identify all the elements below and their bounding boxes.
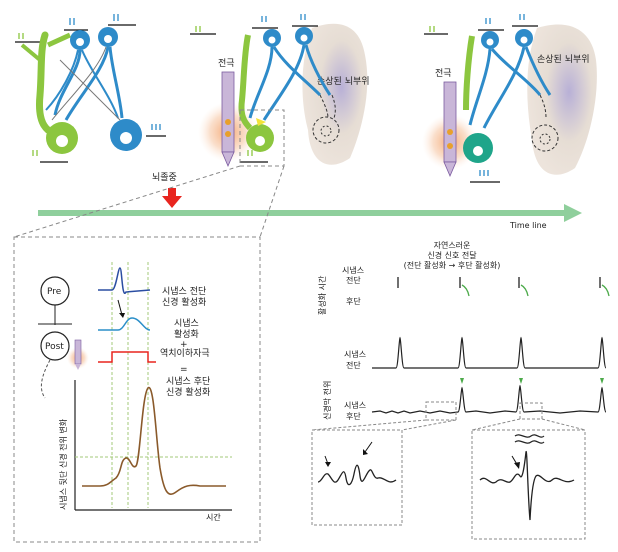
x-axis-label: 시간 xyxy=(206,512,221,522)
natural-label-1: 자연스러운 xyxy=(434,241,471,250)
damaged-area xyxy=(302,23,368,165)
postsyn-recording xyxy=(371,384,607,414)
pre-label-r3: 시냅스 xyxy=(344,350,366,359)
stroke-label: 뇌졸중 xyxy=(152,172,177,183)
synaptic-trace xyxy=(98,317,151,331)
damaged-area-label-2: 손상된 뇌부위 xyxy=(537,53,590,65)
post-label-r1: 시냅스 xyxy=(344,401,366,410)
pre-label-r2: 전단 xyxy=(346,275,361,285)
postsyn-label-1: 시냅스 후단 xyxy=(166,376,210,387)
timeline-label: Time line xyxy=(509,221,547,230)
panel-stroke-electrode: 손상된 뇌부위 전극 xyxy=(190,14,370,168)
stim-label: 역치이하자극 xyxy=(160,347,210,359)
pre-label: Pre xyxy=(47,287,62,297)
panel-recordings: 자연스러운 신경 신호 전달 (전단 활성화 → 후단 활성화) 활성화 시간 … xyxy=(311,241,610,540)
presyn-label-2: 신경 활성화 xyxy=(162,296,206,308)
synapse-label-2: 활성화 xyxy=(174,328,199,340)
presyn-label-1: 시냅스 전단 xyxy=(162,286,206,297)
membrane-potential-label: 신경막 전위 xyxy=(322,381,332,420)
inset-1 xyxy=(311,429,403,526)
equals-sign: = xyxy=(180,365,188,375)
electrode-2 xyxy=(443,81,457,163)
pre-label-r1: 시냅스 xyxy=(342,266,364,275)
natural-label-3: (전단 활성화 → 후단 활성화) xyxy=(404,260,501,270)
damaged-area-label: 손상된 뇌부위 xyxy=(317,75,370,87)
synapse-label-1: 시냅스 xyxy=(174,318,199,329)
stim-trace xyxy=(98,351,156,363)
presyn-trace xyxy=(98,267,151,295)
post-label: Post xyxy=(45,342,64,352)
panel-recovered: 손상된 뇌부위 전극 xyxy=(422,14,597,183)
damaged-area-2 xyxy=(527,24,597,175)
presyn-recording xyxy=(372,336,607,369)
y-axis-label: 시냅스 뒷단 신경 전위 변화 xyxy=(58,418,68,510)
post-label-r2: 후단 xyxy=(346,411,361,421)
pre-label-r4: 전단 xyxy=(346,360,361,370)
post-neuron xyxy=(40,331,70,361)
electrode-label-2: 전극 xyxy=(435,68,452,79)
panel-healthy-neurons xyxy=(15,14,166,163)
panel-mechanism: Pre Post 시냅스 전단 신경 활성화 시냅스 활성화 + 역치이하자극 … xyxy=(13,236,261,543)
electrode-label: 전극 xyxy=(218,58,235,69)
stroke-arrow xyxy=(162,188,182,208)
natural-label-2: 신경 신호 전달 xyxy=(427,250,477,260)
postsyn-label-2: 신경 활성화 xyxy=(166,386,210,398)
post-short-label: 후단 xyxy=(346,296,361,306)
activation-time-label: 활성화 시간 xyxy=(317,275,327,315)
plus-sign: + xyxy=(180,340,188,350)
postsyn-potential-trace xyxy=(82,387,226,495)
timeline-arrow xyxy=(38,204,582,222)
electrode xyxy=(221,71,235,153)
